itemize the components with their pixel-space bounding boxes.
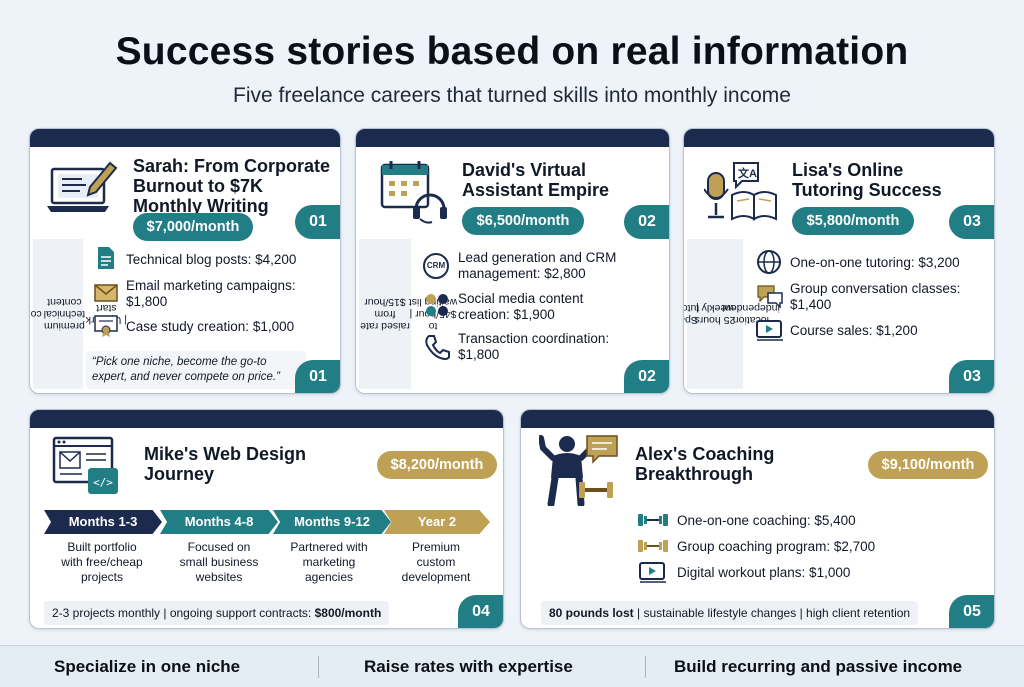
income-item: Lead generation and CRM management: $2,8…: [458, 250, 617, 281]
divider: [318, 656, 319, 678]
side-note: SaaS companies | premium technical conte…: [30, 239, 127, 389]
card-header-bar: [30, 129, 340, 147]
card-david: David's Virtual Assistant Empire $6,500/…: [355, 128, 670, 394]
card-number-badge: 03: [949, 360, 994, 393]
timeline-stage-1: Months 1-3: [44, 510, 162, 534]
athlete-icon: [539, 435, 618, 506]
timeline-stage-3: Months 9-12: [273, 510, 391, 534]
income-item: One-on-one coaching: $5,400: [677, 513, 856, 528]
card-sarah: Sarah: From Corporate Burnout to $7K Mon…: [29, 128, 341, 394]
svg-text:</>: </>: [93, 476, 113, 489]
timeline-stage-4: Year 2: [384, 510, 490, 534]
takeaways-bar: Specialize in one niche Raise rates with…: [0, 645, 1024, 687]
video-play-icon: [639, 562, 666, 583]
timeline-stage-description: Partnered with marketing agencies: [290, 540, 368, 584]
crm-icon-label: CRM: [426, 261, 446, 270]
card-number-badge: 04: [458, 595, 503, 628]
card-footnote: 2-3 projects monthly | ongoing support c…: [44, 601, 390, 625]
card-title: Lisa's Online Tutoring Success: [792, 160, 942, 200]
income-item: Group conversation classes: $1,400: [790, 281, 961, 312]
income-pill: $9,100/month: [868, 451, 988, 479]
income-item: Case study creation: $1,000: [126, 319, 295, 334]
income-item: Digital workout plans: $1,000: [677, 565, 851, 580]
laptop-pencil-icon: [47, 161, 118, 212]
page-subtitle: Five freelance careers that turned skill…: [233, 84, 791, 107]
income-pill: $7,000/month: [133, 213, 253, 241]
card-number-badge: 02: [624, 205, 669, 239]
income-pill: $5,800/month: [792, 207, 914, 235]
globe-icon: [757, 250, 781, 274]
timeline-stage-description: Premium custom development: [401, 540, 471, 584]
card-header-bar: [356, 129, 669, 147]
divider: [645, 656, 646, 678]
card-number-badge: 03: [949, 205, 994, 239]
card-lisa: 文A Lisa's Online Tutoring Success $5,800…: [683, 128, 995, 394]
takeaway-item: Raise rates with expertise: [364, 657, 573, 676]
envelope-icon: [94, 284, 118, 302]
income-item: Transaction coordination: $1,800: [458, 331, 610, 362]
card-number-badge: 01: [295, 360, 340, 393]
phone-icon: [425, 335, 450, 360]
card-title: Sarah: From Corporate Burnout to $7K Mon…: [133, 156, 331, 216]
income-item: Course sales: $1,200: [790, 323, 918, 338]
chat-bubbles-icon: [757, 285, 783, 308]
translate-icon: 文A: [738, 168, 757, 180]
page-title: Success stories based on real informatio…: [115, 30, 909, 73]
income-pill: $8,200/month: [377, 451, 497, 479]
quote: “Pick one niche, become the go-to expert…: [86, 351, 306, 389]
card-title: Alex's Coaching Breakthrough: [635, 444, 775, 484]
timeline-stage-description: Focused on small business websites: [179, 540, 259, 584]
card-number-badge: 02: [624, 360, 669, 393]
card-footnote: 80 pounds lost | sustainable lifestyle c…: [541, 601, 919, 625]
card-number-badge: 01: [295, 205, 340, 239]
takeaway-item: Specialize in one niche: [54, 657, 241, 676]
side-note: Spanish tutoring | 25 hours weekly | loc…: [684, 239, 780, 389]
certificate-icon: [94, 315, 118, 337]
card-mike: </> Mike's Web Design Journey $8,200/mon…: [29, 409, 504, 629]
crm-icon: [423, 253, 449, 279]
income-item: Social media content creation: $1,900: [458, 291, 584, 322]
income-item: One-on-one tutoring: $3,200: [790, 255, 960, 270]
microphone-book-icon: [704, 162, 777, 221]
calendar-headset-icon: [380, 161, 447, 224]
card-title: David's Virtual Assistant Empire: [462, 160, 610, 200]
document-icon: [98, 247, 114, 269]
social-media-icon: [426, 294, 448, 316]
takeaway-item: Build recurring and passive income: [674, 657, 963, 676]
card-alex: Alex's Coaching Breakthrough $9,100/mont…: [520, 409, 995, 629]
income-item: Email marketing campaigns: $1,800: [126, 278, 296, 309]
card-title: Mike's Web Design Journey: [144, 444, 306, 484]
income-item: Group coaching program: $2,700: [677, 539, 876, 554]
web-design-icon: </>: [52, 436, 118, 494]
income-item: Technical blog posts: $4,200: [126, 252, 297, 267]
video-play-icon: [756, 320, 783, 341]
side-note: Real estate agents | raised rate from $1…: [359, 239, 457, 389]
card-header-bar: [521, 410, 994, 428]
dumbbell-icon: [638, 514, 668, 526]
card-number-badge: 05: [949, 595, 994, 628]
timeline-stage-description: Built portfolio with free/cheap projects: [61, 540, 143, 584]
card-header-bar: [684, 129, 994, 147]
card-header-bar: [30, 410, 503, 428]
dumbbell-gold-icon: [638, 540, 668, 552]
timeline-stage-2: Months 4-8: [160, 510, 278, 534]
income-pill: $6,500/month: [462, 207, 584, 235]
